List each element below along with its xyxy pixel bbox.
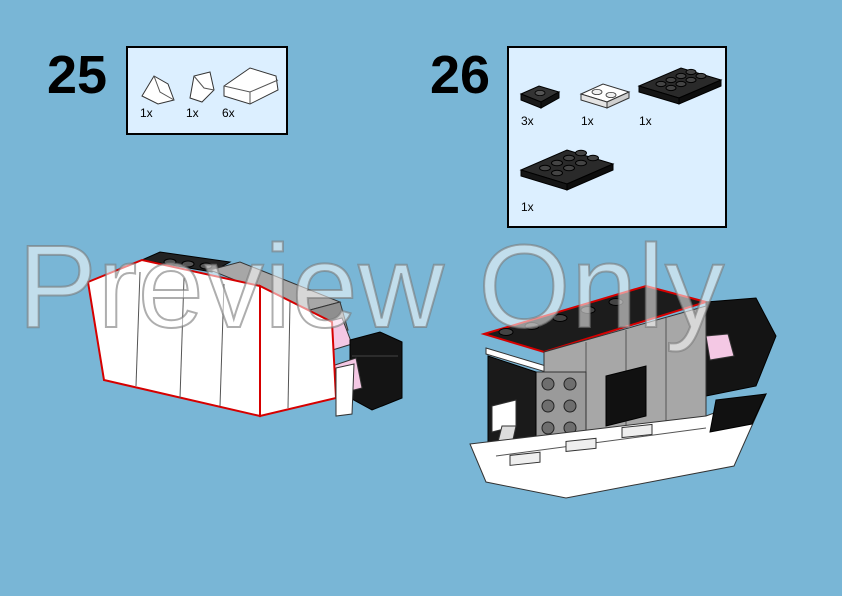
white-plate-1x2-part: [579, 83, 631, 109]
step-number-26: 26: [430, 45, 491, 105]
parts-callout-step-26: 3x 1x 1x 1x: [507, 46, 727, 228]
step-25-model-illustration: [86, 251, 403, 418]
white-curved-wedge-left-part: [141, 75, 175, 105]
parts-callout-step-25: 1x 1x 6x: [126, 46, 288, 135]
part-qty: 6x: [222, 106, 235, 120]
step-number-25: 25: [47, 45, 108, 105]
black-plate-2x4-part: [637, 67, 723, 105]
part-qty: 1x: [521, 200, 534, 214]
white-curved-wedge-right-part: [189, 71, 215, 103]
white-curved-slope-part: [223, 67, 279, 105]
part-qty: 1x: [639, 114, 652, 128]
black-jumper-plate-part: [519, 85, 561, 109]
part-qty: 3x: [521, 114, 534, 128]
step-26-model-illustration: [469, 284, 777, 499]
black-plate-2x4-part: [519, 149, 615, 191]
part-qty: 1x: [581, 114, 594, 128]
part-qty: 1x: [140, 106, 153, 120]
part-qty: 1x: [186, 106, 199, 120]
